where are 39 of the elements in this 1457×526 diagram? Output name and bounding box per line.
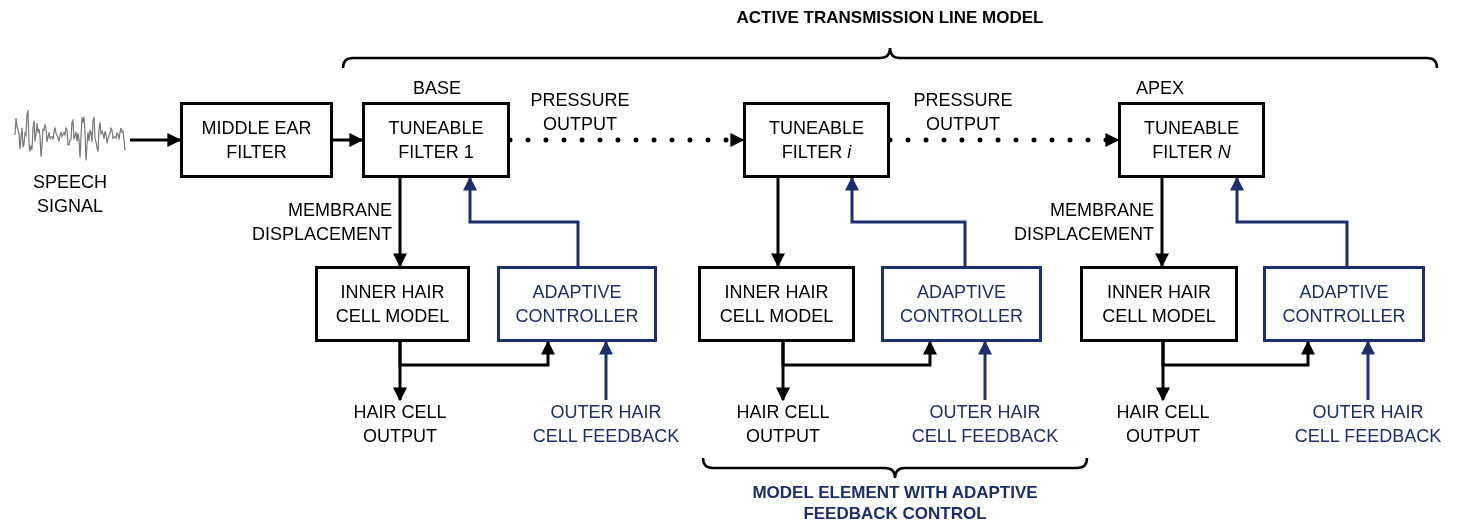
output-label: OUTER HAIR CELL FEEDBACK bbox=[910, 400, 1060, 448]
process-box: INNER HAIR CELL MODEL bbox=[315, 266, 470, 342]
arrow bbox=[333, 133, 364, 147]
stage-label: APEX bbox=[1136, 77, 1184, 100]
process-box: TUNEABLE FILTER 1 bbox=[362, 102, 510, 178]
stage-label: BASE bbox=[413, 77, 461, 100]
bracket-label: ACTIVE TRANSMISSION LINE MODEL bbox=[735, 7, 1045, 29]
output-label: HAIR CELL OUTPUT bbox=[723, 400, 843, 448]
arrow bbox=[1161, 340, 1315, 367]
output-label: HAIR CELL OUTPUT bbox=[1103, 400, 1223, 448]
controller-box: ADAPTIVE CONTROLLER bbox=[1263, 266, 1425, 342]
arrow bbox=[130, 133, 182, 147]
output-label: OUTER HAIR CELL FEEDBACK bbox=[1293, 400, 1443, 448]
arrow bbox=[398, 340, 555, 367]
process-box: INNER HAIR CELL MODEL bbox=[1080, 266, 1238, 342]
process-box: MIDDLE EAR FILTER bbox=[180, 102, 333, 178]
edge-label: MEMBRANE DISPLACEMENT bbox=[250, 199, 392, 246]
output-label: HAIR CELL OUTPUT bbox=[340, 400, 460, 448]
arrow bbox=[1361, 340, 1375, 400]
process-box: TUNEABLE FILTER i bbox=[743, 102, 890, 178]
arrow bbox=[393, 178, 407, 268]
arrow bbox=[1230, 176, 1349, 266]
process-box: TUNEABLE FILTER N bbox=[1118, 102, 1265, 178]
controller-box: ADAPTIVE CONTROLLER bbox=[881, 266, 1042, 342]
arrow bbox=[771, 178, 785, 268]
process-box: INNER HAIR CELL MODEL bbox=[698, 266, 855, 342]
signal-label: SPEECH SIGNAL bbox=[32, 171, 108, 218]
edge-label: PRESSURE OUTPUT bbox=[912, 89, 1014, 136]
arrow bbox=[463, 176, 580, 266]
edge-label: MEMBRANE DISPLACEMENT bbox=[1012, 199, 1154, 246]
arrow bbox=[1155, 178, 1169, 268]
arrow bbox=[845, 176, 967, 266]
bracket-label: MODEL ELEMENT WITH ADAPTIVE FEEDBACK CONTROL bbox=[751, 482, 1039, 524]
output-label: OUTER HAIR CELL FEEDBACK bbox=[531, 400, 681, 448]
edge-label: PRESSURE OUTPUT bbox=[529, 89, 631, 136]
controller-box: ADAPTIVE CONTROLLER bbox=[497, 266, 657, 342]
arrow bbox=[978, 340, 992, 400]
arrow bbox=[781, 340, 937, 367]
arrow bbox=[599, 340, 613, 400]
